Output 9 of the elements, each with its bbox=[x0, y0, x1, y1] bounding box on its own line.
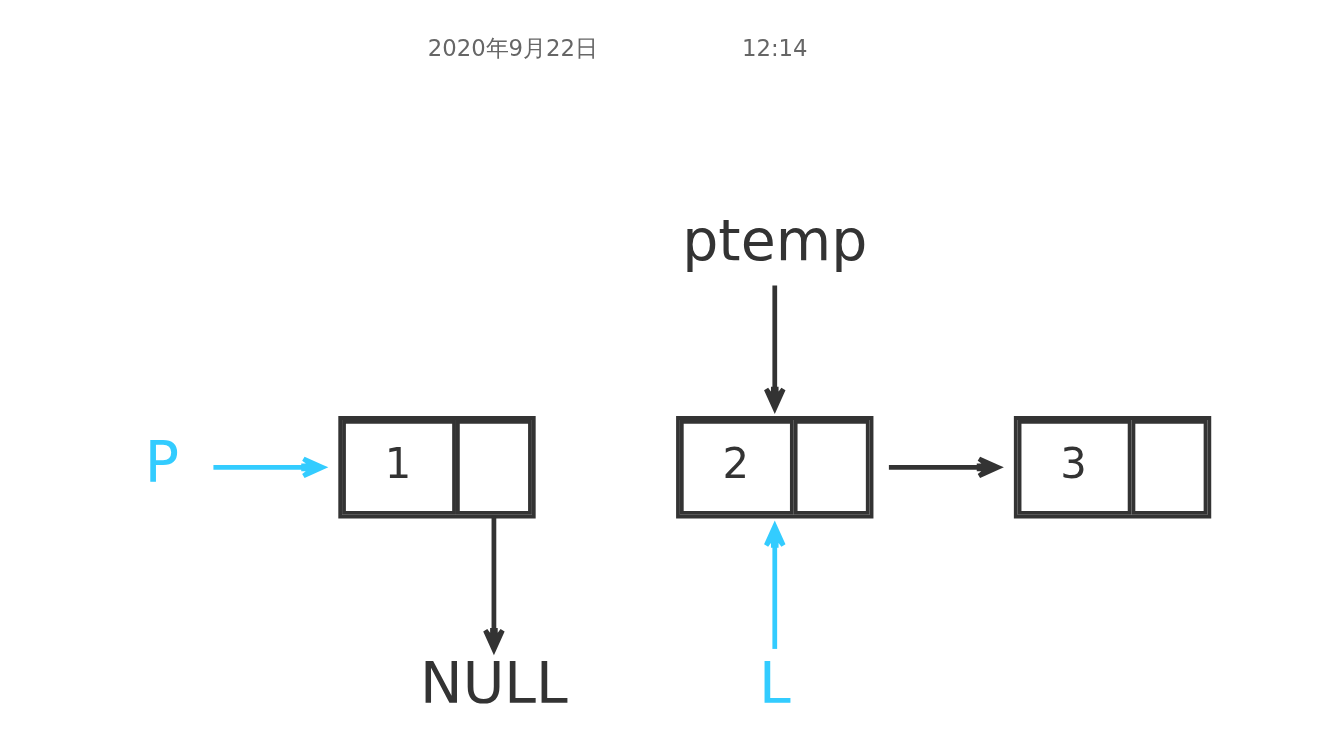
node-text: NULL bbox=[420, 649, 568, 716]
arrow bbox=[763, 523, 786, 649]
label: 2020年9月22日 bbox=[427, 34, 599, 61]
node-text: ptemp bbox=[682, 207, 868, 274]
label: 12:14 bbox=[741, 34, 808, 61]
node-text: P bbox=[144, 428, 179, 495]
arrow bbox=[888, 456, 1001, 479]
arrow bbox=[763, 285, 786, 411]
node-text: L bbox=[758, 649, 791, 716]
